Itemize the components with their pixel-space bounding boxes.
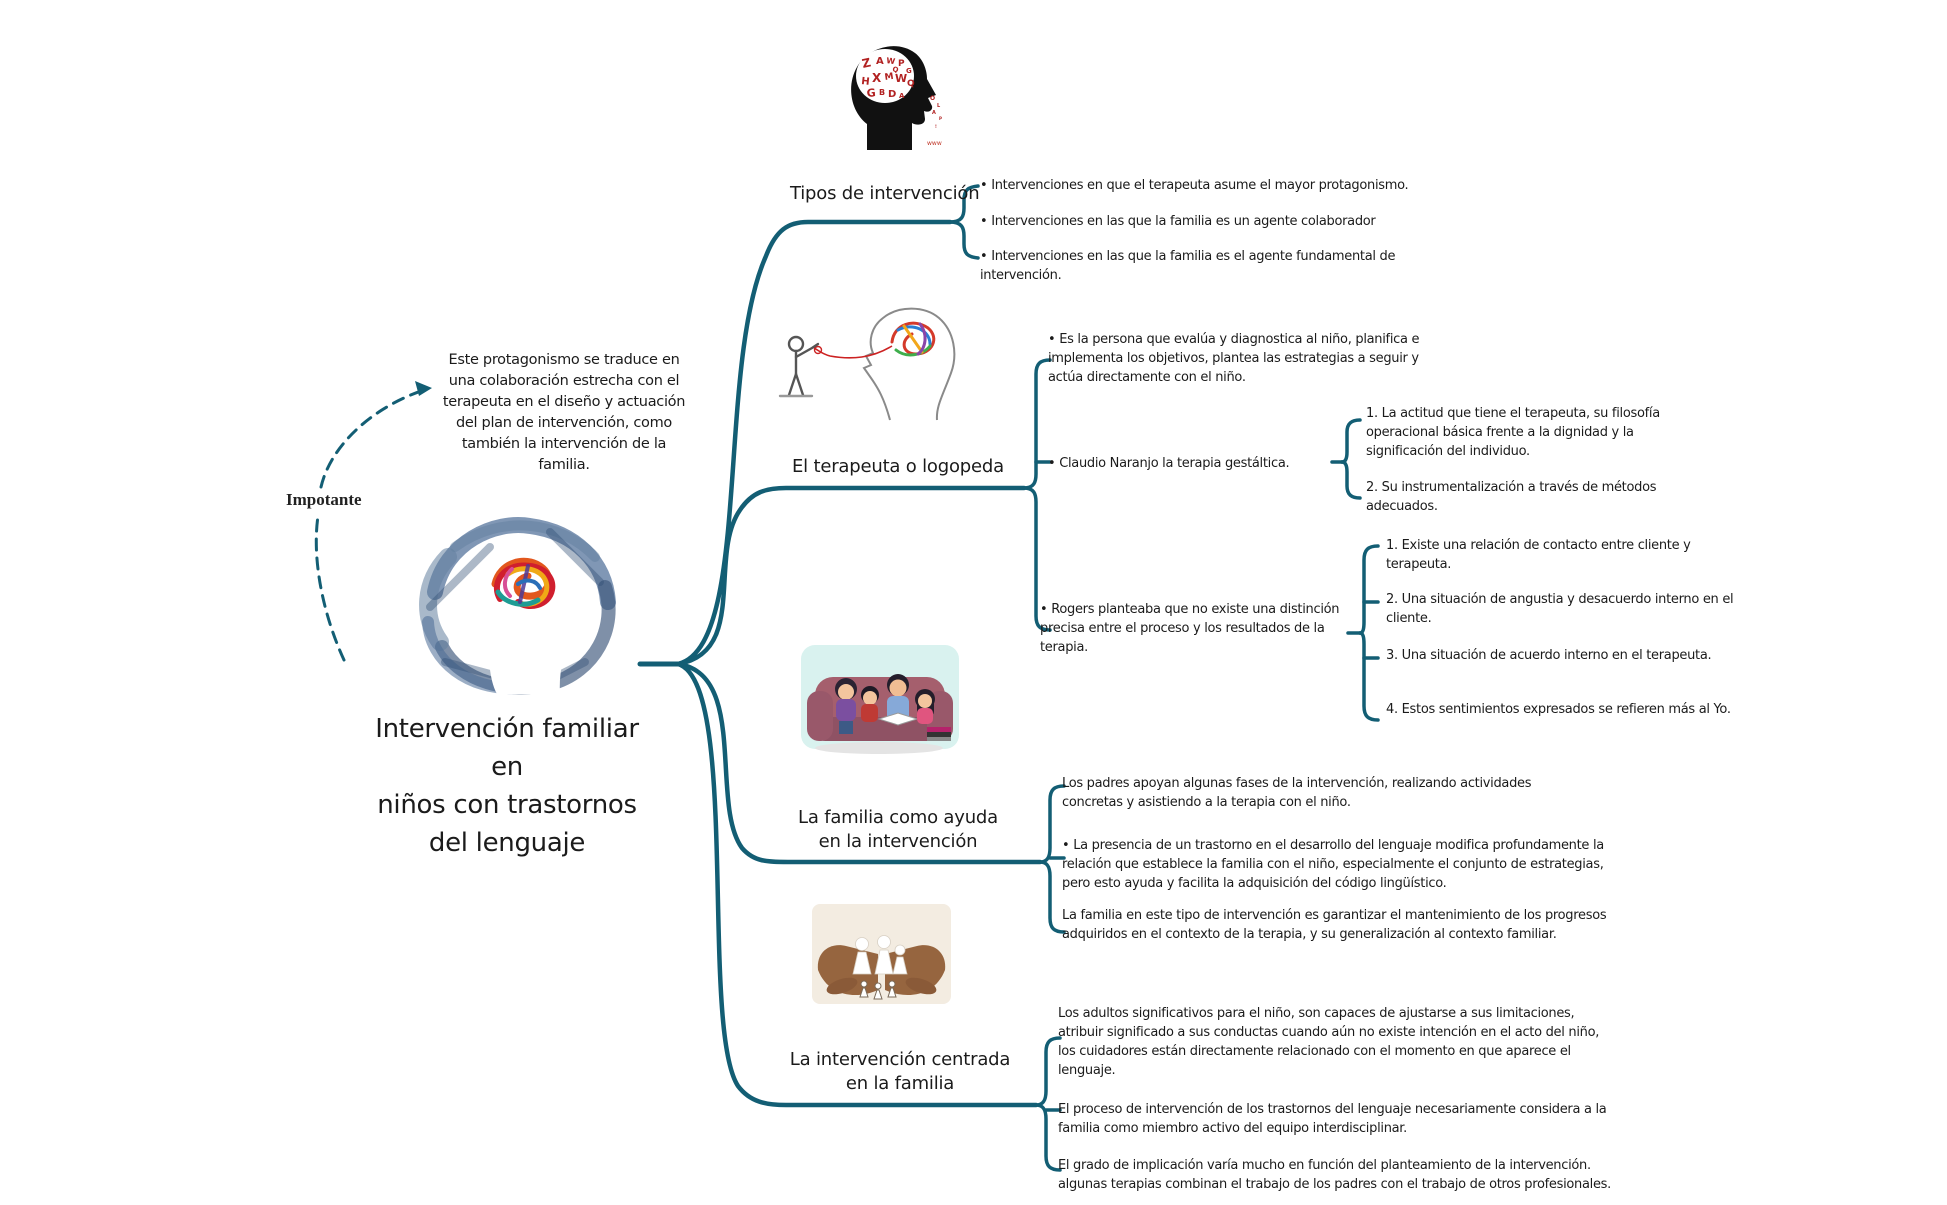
- branch-centrada-line: [675, 661, 1039, 1108]
- bracket-centrada-top: [1034, 1036, 1062, 1107]
- importante-label: Impotante: [286, 490, 362, 509]
- central-topic: Intervención familiar en niños con trast…: [358, 710, 656, 862]
- svg-text:L: L: [937, 103, 941, 109]
- svg-text:B: B: [879, 88, 885, 97]
- bracket-terapeuta-bottom: [1022, 486, 1052, 632]
- branch-tipos-line: [675, 219, 953, 667]
- bullet-centrada-1: Los adultos significativos para el niño,…: [1058, 1006, 1600, 1078]
- svg-text:G: G: [866, 86, 876, 100]
- svg-text:W: W: [895, 72, 907, 85]
- central-topic-line-2: niños con trastornos: [377, 790, 637, 820]
- bullet-familia-1: Los padres apoyan algunas fases de la in…: [1062, 776, 1532, 810]
- central-topic-line-1: Intervención familiar en: [375, 714, 639, 782]
- rogers-sub-2: 2. Una situación de angustia y desacuerd…: [1386, 592, 1734, 626]
- svg-text:Z: Z: [861, 55, 873, 71]
- svg-text:!: !: [935, 124, 937, 129]
- bullet-centrada-3: El grado de implicación varía mucho en f…: [1058, 1158, 1611, 1192]
- bracket-tipos-b: [948, 220, 980, 260]
- bullet-tipos-1: • Intervenciones en que el terapeuta asu…: [980, 178, 1409, 193]
- branch-familia-line: [675, 661, 1043, 865]
- svg-text:P: P: [898, 59, 905, 69]
- bullet-terapeuta-claudio: • Claudio Naranjo la terapia gestáltica.: [1048, 456, 1290, 471]
- hands-family-illustration: [812, 904, 951, 1004]
- bracket-tipos: [948, 184, 980, 224]
- claudio-sub-1: 1. La actitud que tiene el terapeuta, su…: [1366, 406, 1660, 459]
- bullet-terapeuta-1: • Es la persona que evalúa y diagnostica…: [1048, 332, 1420, 385]
- branch-label-terapeuta: El terapeuta o logopeda: [792, 456, 1004, 477]
- svg-text:D: D: [888, 89, 896, 100]
- svg-text:G: G: [906, 67, 912, 75]
- bullet-tipos-2: • Intervenciones en las que la familia e…: [980, 214, 1376, 229]
- svg-text:A: A: [899, 92, 905, 100]
- bullet-familia-2: • La presencia de un trastorno en el des…: [1062, 838, 1604, 891]
- rogers-sub-3: 3. Una situación de acuerdo interno en e…: [1386, 648, 1712, 663]
- bracket-claudio-bottom: [1340, 460, 1362, 500]
- bullet-tipos-3: • Intervenciones en las que la familia e…: [980, 249, 1396, 283]
- svg-text:X: X: [872, 71, 882, 85]
- svg-text:P: P: [939, 116, 942, 121]
- svg-text:W: W: [886, 56, 896, 66]
- svg-text:A: A: [876, 56, 884, 67]
- svg-text:Q: Q: [891, 65, 899, 74]
- claudio-sub-2: 2. Su instrumentalización a través de mé…: [1366, 480, 1657, 514]
- bullet-familia-3: La familia en este tipo de intervención …: [1062, 908, 1607, 942]
- dashed-arrow-upper: [319, 389, 423, 489]
- central-topic-line-3: del lenguaje: [428, 828, 586, 858]
- bracket-familia-top: [1038, 784, 1066, 864]
- branch-label-familia-ayuda: La familia como ayuda en la intervención: [798, 807, 998, 852]
- branch-label-centrada: La intervención centrada en la familia: [789, 1049, 1011, 1094]
- rogers-sub-1: 1. Existe una relación de contacto entre…: [1386, 538, 1691, 572]
- svg-text:www: www: [927, 140, 942, 147]
- dashed-arrow-lower: [314, 514, 346, 662]
- scribble-head-illustration: [400, 512, 638, 700]
- branch-terapeuta-line: [675, 485, 1027, 667]
- rogers-sub-4: 4. Estos sentimientos expresados se refi…: [1386, 702, 1731, 717]
- bullet-centrada-2: El proceso de intervención de los trasto…: [1058, 1102, 1607, 1136]
- svg-text:H: H: [861, 76, 870, 88]
- bracket-rogers-bottom: [1358, 631, 1380, 722]
- svg-text:M: M: [884, 72, 894, 83]
- svg-text:A: A: [932, 110, 936, 116]
- branch-label-tipos: Tipos de intervención: [790, 183, 980, 204]
- bullet-terapeuta-rogers: • Rogers planteaba que no existe una dis…: [1040, 602, 1340, 655]
- therapist-sketch-illustration: [772, 300, 964, 424]
- bracket-rogers-top: [1358, 544, 1380, 635]
- head-letters-illustration: Z A W P G H X M W Q G B D A Q O L A P ! …: [843, 40, 947, 150]
- svg-text:Q: Q: [907, 79, 915, 89]
- bracket-claudio-top: [1340, 418, 1362, 464]
- family-couch-illustration: [799, 643, 961, 757]
- annotation-note: Este protagonismo se traduce en una cola…: [442, 352, 686, 473]
- arrowhead: [415, 381, 432, 396]
- bracket-centrada-bottom: [1034, 1103, 1062, 1172]
- svg-text:O: O: [930, 95, 935, 102]
- bracket-familia-bottom: [1038, 860, 1066, 934]
- bracket-terapeuta-top: [1022, 358, 1052, 490]
